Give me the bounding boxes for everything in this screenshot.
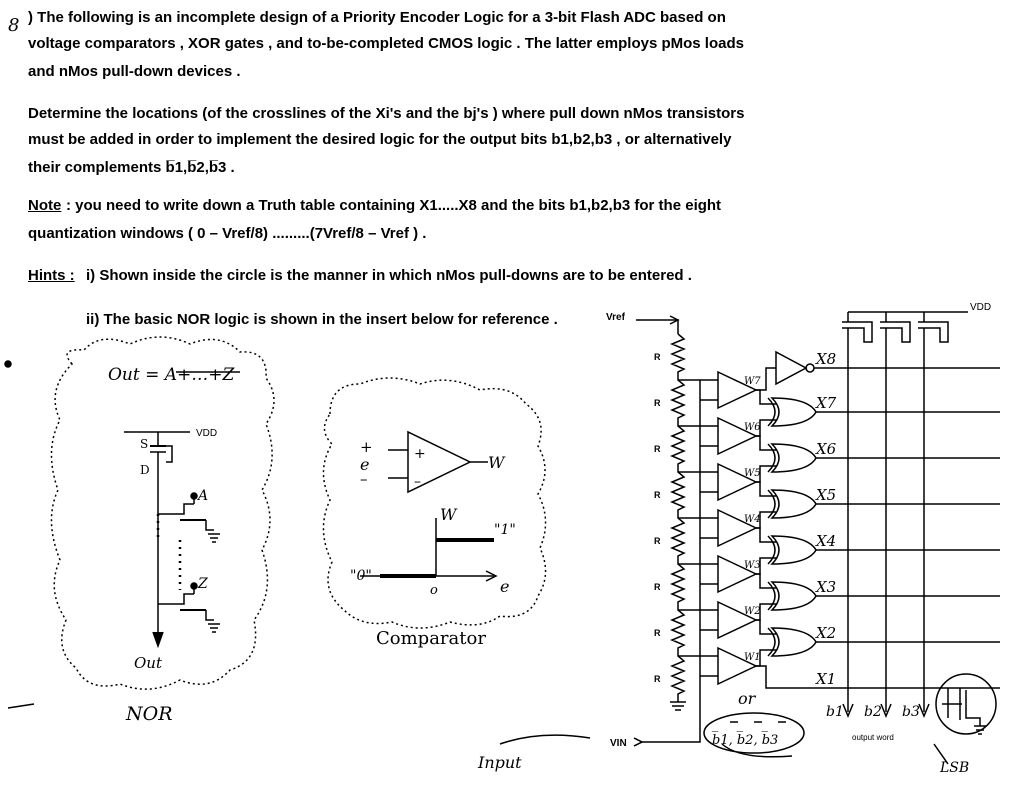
nor-cloud — [50, 336, 275, 690]
problem-number: 8 — [8, 15, 20, 36]
lsb-label: LSB — [939, 760, 969, 776]
x7-label: X7 — [815, 394, 837, 412]
vref-label: Vref — [606, 312, 626, 323]
note-line-1: : you need to write down a Truth table c… — [66, 197, 722, 214]
x6-label: X6 — [815, 440, 837, 458]
b1-label: b1 — [826, 704, 844, 720]
input-note: Input — [477, 753, 522, 772]
vin-bus — [640, 380, 701, 743]
complement-ellipse — [703, 712, 805, 754]
w3-label: W3 — [744, 560, 761, 571]
vref-line — [636, 319, 679, 334]
comparator-symbol — [407, 430, 472, 494]
nor-equation: Out = A+…+Z — [108, 365, 236, 385]
stray-mark — [7, 703, 35, 709]
w6-label: W6 — [744, 422, 761, 433]
nor-s-label: S — [140, 437, 148, 451]
pmos-b2 — [880, 321, 911, 343]
comparator-in-minus: – — [414, 474, 421, 490]
comparator-caption: Comparator — [376, 628, 486, 649]
note-label: Note — [28, 197, 62, 214]
note-line-2: quantization windows ( 0 – Vref/8) .....… — [28, 225, 427, 242]
w1-label: W1 — [744, 652, 761, 663]
xor-gates — [756, 389, 817, 667]
nor-d-label: D — [140, 463, 150, 477]
hint-1: i) Shown inside the circle is the manner… — [86, 267, 692, 284]
resistor-label: R — [654, 674, 661, 684]
resistor-label: R — [654, 628, 661, 638]
resistor-label: R — [654, 352, 661, 362]
x1-label: X1 — [815, 670, 836, 688]
comparator-cloud — [322, 377, 547, 629]
pmos-b3 — [918, 321, 949, 343]
comparator-e: e — [360, 455, 369, 474]
hint-2: ii) The basic NOR logic is shown in the … — [86, 311, 558, 328]
resistor-label: R — [654, 536, 661, 546]
comparator-origin: o — [430, 583, 438, 598]
vin-label: VIN — [610, 738, 627, 749]
resistor-label: R — [654, 398, 661, 408]
x8-inverter — [775, 350, 808, 386]
nor-vdd-label: VDD — [196, 428, 217, 439]
w2-label: W2 — [744, 606, 761, 617]
comparator-one-label: "1" — [494, 522, 516, 538]
or-label: or — [738, 689, 757, 708]
x2-label: X2 — [815, 624, 836, 642]
x-lines — [756, 367, 1000, 689]
comparator-in-plus: + — [414, 446, 426, 462]
stray-dot — [4, 360, 12, 368]
hints-label: Hints : — [28, 267, 75, 284]
w5-label: W5 — [744, 468, 761, 479]
nor-out-label: Out — [134, 654, 163, 672]
w-labels: W7 W6 W5 W4 W3 W2 W1 — [744, 376, 761, 663]
intro-line-2: voltage comparators , XOR gates , and to… — [28, 35, 744, 52]
nor-a-label: A — [196, 488, 208, 504]
comparator-w: W — [488, 453, 506, 472]
b2-label: b2 — [864, 704, 882, 720]
determine-line-2: must be added in order to implement the … — [28, 131, 732, 148]
nor-z-label: Z — [197, 576, 208, 592]
input-note-line — [499, 734, 591, 745]
lsb-circle — [935, 673, 997, 735]
vdd-label: VDD — [970, 302, 991, 313]
b-columns — [842, 328, 930, 718]
determine-line-1: Determine the locations (of the crosslin… — [28, 105, 745, 122]
resistor-labels: R R R R R R R R — [654, 352, 661, 684]
comparator-plus: + — [360, 438, 373, 456]
comparator-e-axis-label: e — [500, 577, 509, 596]
x3-label: X3 — [815, 578, 836, 596]
comparator-zero-label: "0" — [350, 568, 372, 584]
intro-line-3: and nMos pull-down devices . — [28, 63, 241, 80]
b3-label: b3 — [902, 704, 920, 720]
nor-nmos-z — [158, 593, 194, 605]
x-labels: X8 X7 X6 X5 X4 X3 X2 X1 — [815, 350, 837, 688]
determine-line-3: their complements b̅1,b̅2,b̅3 . — [28, 159, 235, 176]
nor-nmos-a — [158, 503, 194, 515]
comparators — [678, 370, 758, 686]
complements-label: b̅1, b̅2, b̅3 — [711, 731, 778, 748]
ladder-ground — [670, 701, 686, 711]
comparator-minus: – — [360, 470, 368, 488]
resistor-label: R — [654, 582, 661, 592]
nor-out-arrow — [152, 631, 164, 649]
x5-label: X5 — [815, 486, 836, 504]
resistor-label: R — [654, 444, 661, 454]
intro-line-1: ) The following is an incomplete design … — [28, 9, 726, 26]
x4-label: X4 — [815, 532, 836, 550]
output-word-label: output word — [852, 733, 894, 742]
x8-label: X8 — [815, 350, 836, 368]
resistor-label: R — [654, 490, 661, 500]
w7-label: W7 — [744, 376, 761, 387]
comparator-w-axis-label: W — [440, 505, 458, 524]
nor-caption: NOR — [125, 703, 173, 725]
b-labels: b1 b2 b3 — [826, 704, 920, 720]
w4-label: W4 — [744, 514, 761, 525]
pmos-b1 — [842, 321, 873, 343]
